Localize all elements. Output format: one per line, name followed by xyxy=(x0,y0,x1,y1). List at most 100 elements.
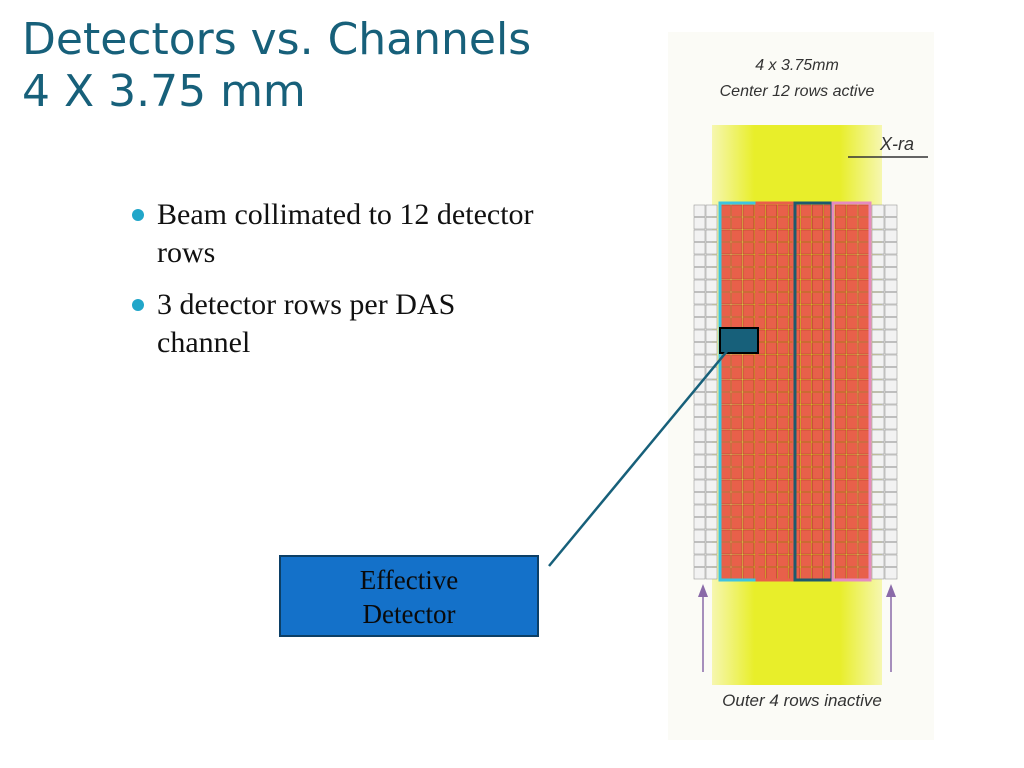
detector-cell xyxy=(884,517,898,530)
detector-cell xyxy=(742,567,754,580)
detector-cell xyxy=(811,467,824,480)
detector-cell xyxy=(742,392,754,405)
detector-cell xyxy=(835,367,847,380)
detector-cell xyxy=(835,417,847,430)
detector-cell xyxy=(754,229,766,242)
detector-cell xyxy=(858,454,870,467)
bullet-item: 3 detector rows per DAS channel xyxy=(130,286,550,362)
detector-cell xyxy=(693,292,706,305)
detector-cell xyxy=(731,529,743,542)
detector-cell xyxy=(811,392,824,405)
detector-cell xyxy=(765,517,778,530)
title-line-2: 4 X 3.75 mm xyxy=(22,66,306,117)
detector-cell xyxy=(765,479,778,492)
detector-cell xyxy=(765,467,778,480)
detector-cell xyxy=(742,542,754,555)
detector-cell xyxy=(742,429,754,442)
detector-cell xyxy=(835,517,847,530)
detector-cell xyxy=(846,292,858,305)
detector-cell xyxy=(846,217,858,230)
detector-cell xyxy=(871,304,885,317)
detector-cell xyxy=(835,529,847,542)
detector-cell xyxy=(765,442,778,455)
detector-cell xyxy=(777,454,789,467)
detector-cell xyxy=(884,342,898,355)
detector-cell xyxy=(858,242,870,255)
detector-cell xyxy=(777,254,789,267)
detector-cell xyxy=(871,429,885,442)
detector-cell xyxy=(754,367,766,380)
detector-cell xyxy=(731,467,743,480)
detector-cell xyxy=(777,517,789,530)
detector-cell xyxy=(884,217,898,230)
detector-cell xyxy=(884,279,898,292)
detector-cell xyxy=(811,417,824,430)
detector-cell xyxy=(800,217,812,230)
detector-cell xyxy=(858,417,870,430)
detector-cell xyxy=(800,254,812,267)
detector-cell xyxy=(693,504,706,517)
detector-cell xyxy=(884,479,898,492)
detector-cell xyxy=(846,479,858,492)
detector-cell xyxy=(754,529,766,542)
detector-cell xyxy=(765,279,778,292)
detector-cell xyxy=(800,542,812,555)
detector-cell xyxy=(811,479,824,492)
detector-cell xyxy=(705,217,718,230)
callout-line-1: Effective xyxy=(359,565,459,595)
detector-cell xyxy=(811,279,824,292)
detector-cell xyxy=(742,442,754,455)
detector-cell xyxy=(742,479,754,492)
detector-cell xyxy=(811,254,824,267)
detector-cell xyxy=(811,404,824,417)
detector-cell xyxy=(693,479,706,492)
detector-cell xyxy=(754,554,766,567)
detector-cell xyxy=(719,229,731,242)
detector-cell xyxy=(777,429,789,442)
detector-cell xyxy=(742,379,754,392)
detector-cell xyxy=(800,229,812,242)
right-arrow-head-icon xyxy=(886,584,896,597)
detector-cell xyxy=(777,242,789,255)
detector-cell xyxy=(858,542,870,555)
detector-cell xyxy=(693,217,706,230)
detector-cell xyxy=(871,367,885,380)
detector-cell xyxy=(754,217,766,230)
detector-cell xyxy=(871,529,885,542)
detector-cell xyxy=(871,329,885,342)
detector-cell xyxy=(800,392,812,405)
detector-cell xyxy=(846,517,858,530)
detector-cell xyxy=(742,492,754,505)
detector-cell xyxy=(693,317,706,330)
xray-label: X-ra xyxy=(879,134,914,154)
detector-cell xyxy=(800,504,812,517)
detector-cell xyxy=(811,342,824,355)
detector-cell xyxy=(742,304,754,317)
detector-cell xyxy=(858,404,870,417)
detector-cell xyxy=(858,479,870,492)
detector-cell xyxy=(871,554,885,567)
detector-cell xyxy=(705,454,718,467)
detector-cell xyxy=(811,304,824,317)
detector-cell xyxy=(811,229,824,242)
title-line-1: Detectors vs. Channels xyxy=(22,14,532,65)
detector-cell xyxy=(731,217,743,230)
detector-cell xyxy=(884,329,898,342)
detector-cell xyxy=(835,567,847,580)
detector-cell xyxy=(800,529,812,542)
detector-cell xyxy=(719,304,731,317)
detector-cell xyxy=(811,367,824,380)
detector-cell xyxy=(777,404,789,417)
detector-cell xyxy=(858,517,870,530)
detector-cell xyxy=(742,242,754,255)
detector-cell xyxy=(742,517,754,530)
detector-cell xyxy=(754,317,766,330)
detector-cell xyxy=(754,354,766,367)
detector-cell xyxy=(731,504,743,517)
bullet-dot-icon xyxy=(132,209,144,221)
detector-cell xyxy=(705,342,718,355)
detector-cell xyxy=(731,204,743,217)
detector-cell xyxy=(846,342,858,355)
detector-cell xyxy=(846,279,858,292)
detector-cell xyxy=(765,417,778,430)
